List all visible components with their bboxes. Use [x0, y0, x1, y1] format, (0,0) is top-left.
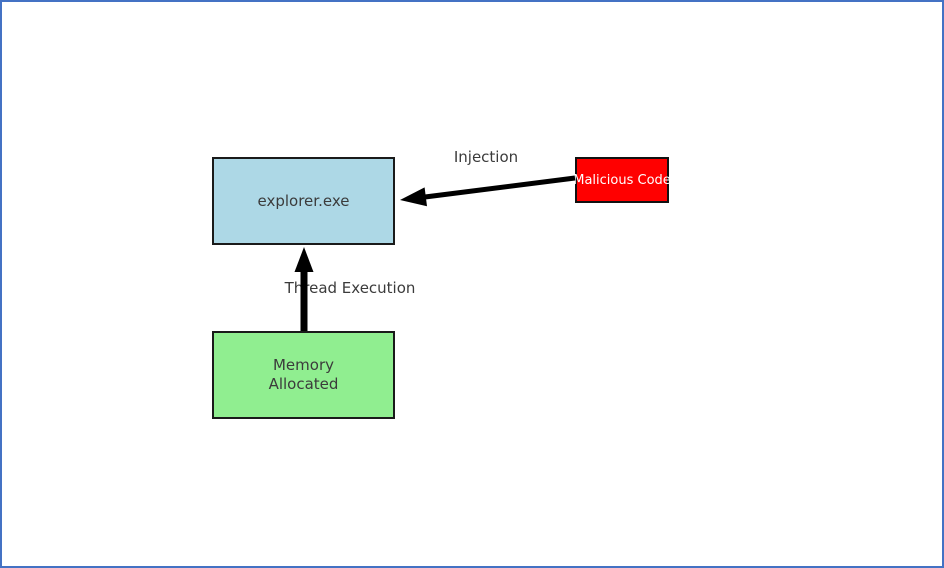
- injection-arrow: [400, 175, 576, 207]
- node-malicious-code: Malicious Code: [573, 157, 671, 203]
- node-explorer-exe: explorer.exe: [212, 157, 395, 245]
- node-malicious-code-label: Malicious Code: [573, 172, 671, 188]
- node-explorer-exe-label: explorer.exe: [257, 191, 350, 210]
- edge-label-injection: Injection: [453, 148, 519, 166]
- edge-label-thread-execution: Thread Execution: [284, 279, 416, 297]
- node-memory-allocated: Memory Allocated: [212, 331, 395, 419]
- node-memory-allocated-label: Memory Allocated: [268, 356, 339, 393]
